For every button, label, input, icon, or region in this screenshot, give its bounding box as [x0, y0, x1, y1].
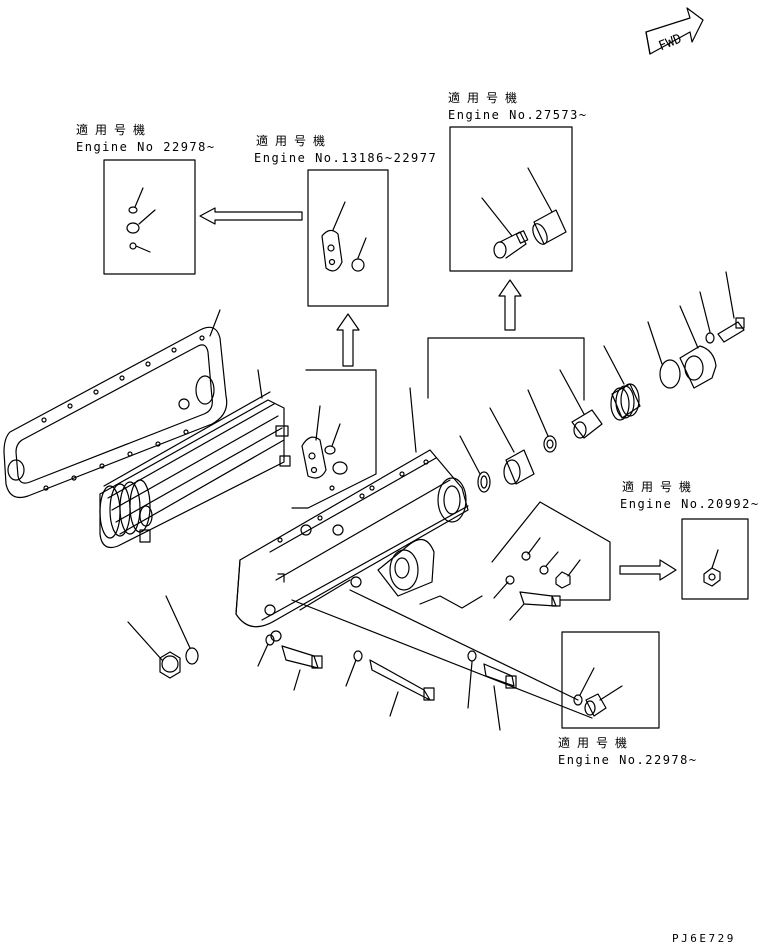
callout-box-top-right	[449, 126, 573, 272]
callout-box-top-mid	[307, 169, 389, 307]
callout-bottom-right-title: 適用号機	[558, 736, 635, 750]
mid-gasket	[291, 369, 377, 509]
thermostat-group-bracket	[427, 337, 585, 401]
oil-cooler-cover	[235, 387, 469, 642]
callout-top-right-title: 適用号機	[448, 91, 525, 105]
callout-parts-top-left	[126, 187, 156, 253]
callout-right-engine: Engine No.20992~	[620, 497, 760, 511]
callout-box-top-left	[103, 159, 196, 275]
oil-cooler-element	[99, 369, 291, 549]
hollow-arrow-up-mid	[336, 313, 360, 367]
callout-bottom-right-engine: Engine No.22978~	[558, 753, 698, 767]
drawing-code: PJ6E729	[672, 932, 736, 945]
callout-top-left-engine: Engine No 22978~	[76, 140, 216, 154]
callout-top-left-title: 適用号機	[76, 123, 153, 137]
callout-top-right-engine: Engine No.27573~	[448, 108, 588, 122]
callout-parts-bottom-right	[573, 667, 623, 717]
right-group-bracket	[419, 501, 611, 621]
callout-top-mid-engine: Engine No.13186~22977	[254, 151, 438, 165]
fwd-arrow-icon: FWD	[645, 7, 704, 55]
bottom-fasteners	[127, 589, 593, 731]
cooler-gasket	[3, 309, 228, 499]
hollow-arrow-left	[199, 207, 303, 225]
hollow-arrow-up-right	[498, 279, 522, 331]
callout-right-title: 適用号機	[622, 480, 699, 494]
thermostat-parts	[459, 271, 745, 493]
callout-box-right	[681, 518, 749, 600]
callout-box-bottom-right	[561, 631, 660, 729]
callout-parts-right	[703, 549, 721, 587]
fwd-label: FWD	[657, 31, 685, 54]
callout-top-mid-title: 適用号機	[256, 134, 333, 148]
hollow-arrow-right	[619, 559, 677, 581]
callout-parts-top-mid	[321, 201, 367, 272]
callout-parts-top-right	[481, 167, 567, 259]
